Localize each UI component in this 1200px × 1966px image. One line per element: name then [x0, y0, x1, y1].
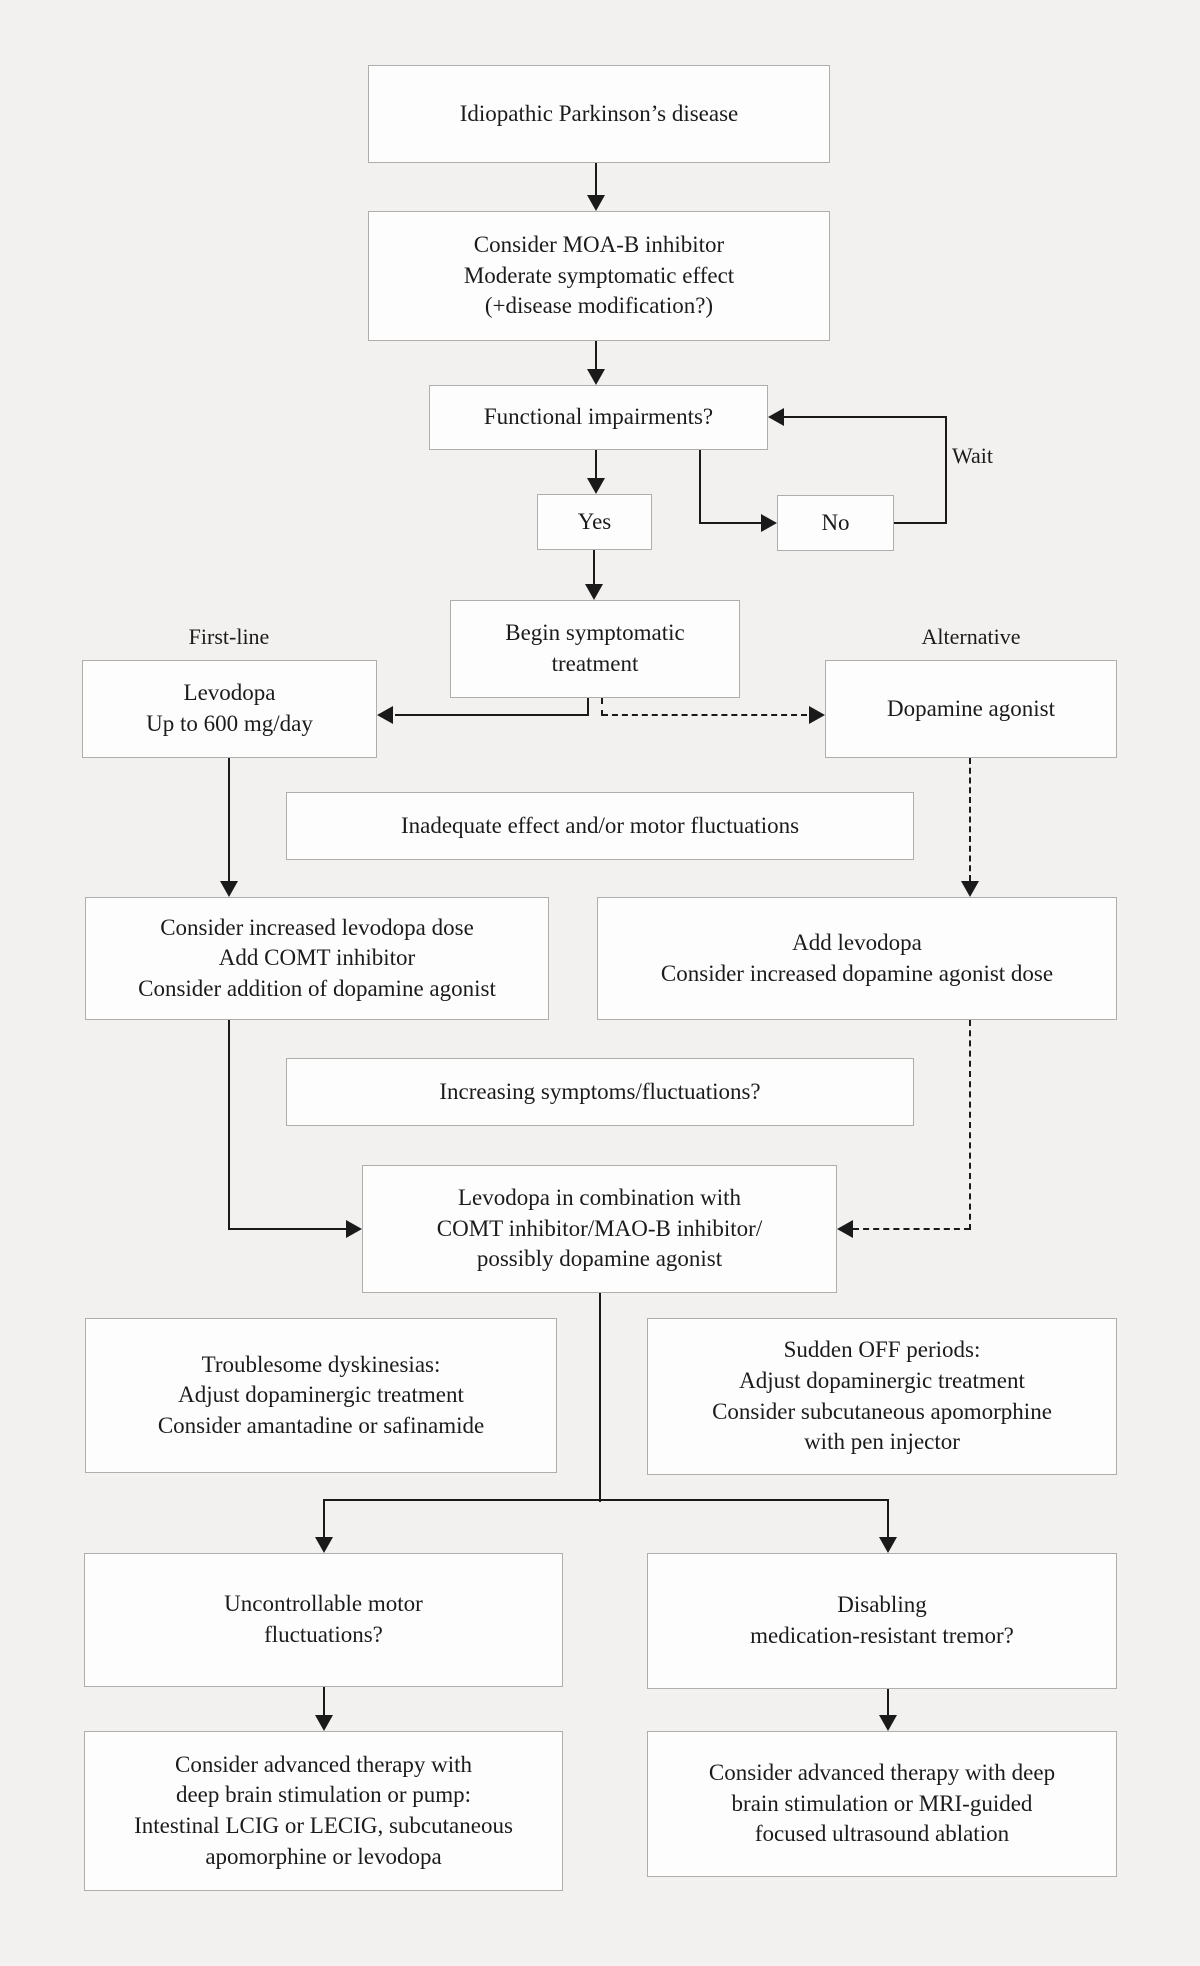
arrow-down-icon	[220, 881, 238, 897]
arrow-down-icon	[587, 478, 605, 494]
arrow-down-icon	[879, 1715, 897, 1731]
node-begin-symptomatic-treatment: Begin symptomatic treatment	[450, 600, 740, 698]
edge-yes-to-begin-line	[593, 550, 595, 585]
edge-combination-split-v	[599, 1293, 601, 1502]
edge-dopamine-to-add-line	[969, 758, 971, 881]
edge-wait-loop-top	[784, 416, 946, 418]
edge-begin-to-dopamine-v	[601, 698, 603, 716]
edge-levodopa-to-increase-line	[228, 758, 230, 882]
node-idiopathic-parkinsons: Idiopathic Parkinson’s disease	[368, 65, 830, 163]
arrow-down-icon	[585, 584, 603, 600]
label-wait: Wait	[952, 443, 993, 468]
arrow-right-icon	[346, 1220, 362, 1238]
edge-functional-to-no-line-v	[699, 450, 701, 523]
edge-maob-to-functional-line	[595, 341, 597, 370]
arrow-down-icon	[879, 1537, 897, 1553]
arrow-left-icon	[768, 408, 784, 426]
edge-combination-split-h	[323, 1499, 889, 1501]
edge-wait-loop-bottom	[894, 522, 947, 524]
arrow-right-icon	[809, 706, 825, 724]
node-maob-inhibitor: Consider MOA-B inhibitor Moderate sympto…	[368, 211, 830, 341]
edge-functional-to-no-line-h	[699, 522, 761, 524]
node-advanced-therapy-dbs: Consider advanced therapy with deep brai…	[647, 1731, 1117, 1877]
arrow-down-icon	[315, 1537, 333, 1553]
node-troublesome-dyskinesias: Troublesome dyskinesias: Adjust dopamine…	[85, 1318, 557, 1473]
node-dopamine-agonist: Dopamine agonist	[825, 660, 1117, 758]
edge-split-to-disabling-v	[887, 1499, 889, 1538]
edge-increase-to-combination-v	[228, 1020, 230, 1230]
node-levodopa-combination: Levodopa in combination with COMT inhibi…	[362, 1165, 837, 1293]
node-uncontrollable-fluctuations: Uncontrollable motor fluctuations?	[84, 1553, 563, 1687]
node-no: No	[777, 495, 894, 551]
node-sudden-off-periods: Sudden OFF periods: Adjust dopaminergic …	[647, 1318, 1117, 1475]
node-functional-impairments: Functional impairments?	[429, 385, 768, 450]
edge-uncontrollable-to-pump-line	[323, 1687, 325, 1716]
edge-split-to-uncontrollable-v	[323, 1499, 325, 1538]
label-alternative: Alternative	[921, 624, 1021, 649]
edge-functional-to-yes-line	[595, 450, 597, 479]
node-levodopa: Levodopa Up to 600 mg/day	[82, 660, 377, 758]
arrow-left-icon	[837, 1220, 853, 1238]
arrow-right-icon	[761, 514, 777, 532]
edge-add-to-combination-h	[853, 1228, 970, 1230]
edge-increase-to-combination-h	[228, 1228, 346, 1230]
edge-disabling-to-dbs-line	[887, 1689, 889, 1716]
label-first-line: First-line	[188, 624, 270, 649]
arrow-left-icon	[377, 706, 393, 724]
edge-begin-to-dopamine-h	[602, 714, 807, 716]
arrow-down-icon	[961, 881, 979, 897]
arrow-down-icon	[315, 1715, 333, 1731]
edge-idiopathic-to-maob-line	[595, 163, 597, 196]
node-add-levodopa: Add levodopa Consider increased dopamine…	[597, 897, 1117, 1020]
arrow-down-icon	[587, 369, 605, 385]
edge-begin-to-levodopa-v	[587, 698, 589, 716]
node-increase-levodopa-dose: Consider increased levodopa dose Add COM…	[85, 897, 549, 1020]
node-disabling-tremor: Disabling medication-resistant tremor?	[647, 1553, 1117, 1689]
node-inadequate-effect: Inadequate effect and/or motor fluctuati…	[286, 792, 914, 860]
node-yes: Yes	[537, 494, 652, 550]
edge-wait-loop-right	[945, 416, 947, 524]
edge-begin-to-levodopa-h	[395, 714, 589, 716]
edge-add-to-combination-v	[969, 1020, 971, 1230]
node-increasing-symptoms: Increasing symptoms/fluctuations?	[286, 1058, 914, 1126]
arrow-down-icon	[587, 195, 605, 211]
node-advanced-therapy-pump: Consider advanced therapy with deep brai…	[84, 1731, 563, 1891]
